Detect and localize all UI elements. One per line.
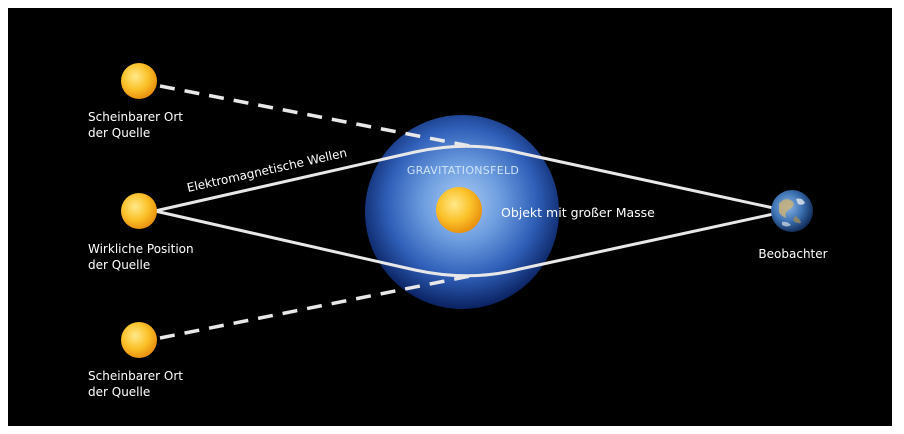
apparent-source-top-label-line1: Scheinbarer Ort bbox=[88, 110, 183, 124]
light-path-top bbox=[154, 144, 779, 213]
gravitational-field-label: GRAVITATIONSFELD bbox=[407, 164, 519, 177]
apparent-ray-bottom bbox=[159, 273, 476, 340]
apparent-ray-top bbox=[159, 84, 476, 149]
light-path-bottom bbox=[154, 209, 779, 278]
real-source-sun-icon bbox=[121, 193, 157, 229]
real-source-label-line2: der Quelle bbox=[88, 258, 150, 272]
mass-label: Objekt mit großer Masse bbox=[501, 205, 655, 220]
apparent-source-top-label-line2: der Quelle bbox=[88, 126, 150, 140]
earth-icon bbox=[771, 190, 813, 232]
real-source-label-line1: Wirkliche Position bbox=[88, 242, 194, 256]
apparent-source-top-sun-icon bbox=[121, 63, 157, 99]
apparent-source-bottom-label-line2: der Quelle bbox=[88, 385, 150, 399]
observer-label: Beobachter bbox=[758, 247, 827, 261]
apparent-source-bottom-sun-icon bbox=[121, 322, 157, 358]
massive-object-sun-icon bbox=[436, 187, 482, 233]
apparent-source-bottom-label-line1: Scheinbarer Ort bbox=[88, 369, 183, 383]
